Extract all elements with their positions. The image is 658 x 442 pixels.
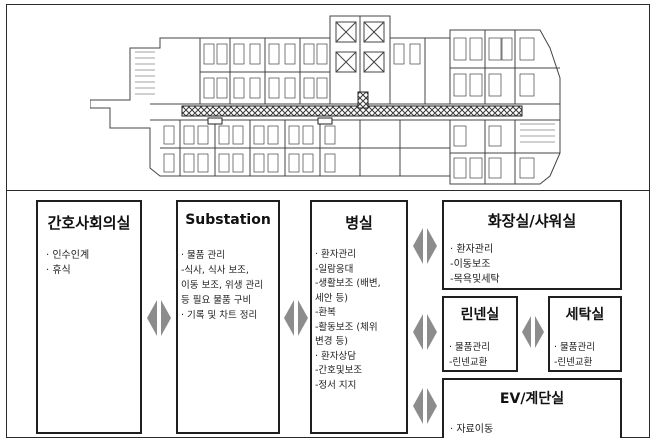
substation-item: · 물품 관리 (181, 250, 226, 261)
ev-items: · 자료이동 (450, 422, 493, 437)
ward-item: -활동보조 (체위 (315, 321, 378, 333)
bathroom-title: 화장실/샤워실 (487, 212, 577, 230)
ward-title: 병실 (345, 214, 373, 232)
bathroom-item: -목욕및세탁 (450, 274, 500, 285)
linen-item: · 물품관리 (449, 342, 490, 353)
double-arrow-icon (147, 300, 171, 336)
laundry-item: -린넨교환 (554, 357, 593, 368)
nurse-room-item: · 휴식 (46, 265, 71, 276)
ward-item: 변경 등) (315, 336, 348, 347)
substation-title: Substation (185, 212, 271, 228)
ward-item: -일람응대 (315, 263, 354, 275)
double-arrow-icon (413, 314, 437, 350)
ward-items: · 환자관리 -일람응대 -생활보조 (배변, 세안 등) -환복 -활동보조 … (315, 248, 381, 393)
substation-item: 등 필요 물품 구비 (181, 295, 252, 306)
ev-title: EV/계단실 (499, 391, 565, 407)
ward-item: 세안 등) (315, 292, 348, 304)
bathroom-item: -이동보조 (450, 259, 491, 270)
linen-item: -린넨교환 (449, 357, 488, 368)
ward-item: -정서 지지 (315, 379, 357, 391)
floor-plan (90, 15, 561, 185)
ev-box: EV/계단실 · 자료이동 (442, 378, 622, 438)
substation-item: · 기록 및 차트 정리 (181, 310, 258, 321)
nurse-room-title: 간호사회의실 (47, 214, 131, 232)
laundry-box: 세탁실 · 물품관리 -린넨교환 (548, 296, 622, 372)
ev-item: · 자료이동 (450, 424, 494, 435)
double-arrow-icon (413, 388, 437, 424)
bathroom-box: 화장실/샤워실 · 환자관리 -이동보조 -목욕및세탁 (442, 200, 622, 290)
laundry-items: · 물품관리 -린넨교환 (554, 340, 595, 370)
ward-item: · 환자관리 (315, 249, 356, 260)
nurse-room-box: 간호사회의실 · 인수인계 · 휴식 (36, 200, 142, 434)
double-arrow-icon (413, 228, 437, 264)
nurse-room-items: · 인수인계 · 휴식 (46, 248, 89, 278)
double-arrow-icon (284, 300, 308, 336)
substation-item: 이동 보조, 위생 관리 (181, 280, 263, 291)
bathroom-items: · 환자관리 -이동보조 -목욕및세탁 (450, 242, 500, 287)
linen-title: 린넨실 (460, 307, 500, 323)
figure-frame (6, 4, 650, 438)
ward-item: -환복 (315, 307, 336, 318)
linen-box: 린넨실 · 물품관리 -린넨교환 (442, 296, 518, 372)
linen-items: · 물품관리 -린넨교환 (449, 340, 490, 370)
section-divider (6, 190, 650, 191)
ward-item: -간호및보조 (315, 365, 363, 376)
nurse-room-item: · 인수인계 (46, 250, 90, 261)
ward-item: -생활보조 (배변, (315, 278, 381, 289)
bathroom-item: · 환자관리 (450, 244, 494, 255)
ward-box: 병실 · 환자관리 -일람응대 -생활보조 (배변, 세안 등) -환복 -활동… (310, 200, 408, 434)
substation-box: Substation · 물품 관리 -식사, 식사 보조, 이동 보조, 위생… (176, 200, 280, 434)
ward-item: · 환자상담 (315, 350, 356, 362)
substation-items: · 물품 관리 -식사, 식사 보조, 이동 보조, 위생 관리 등 필요 물품… (181, 248, 263, 323)
laundry-item: · 물품관리 (554, 342, 595, 353)
substation-item: -식사, 식사 보조, (181, 265, 249, 276)
double-arrow-icon (522, 316, 544, 348)
laundry-title: 세탁실 (565, 307, 605, 323)
